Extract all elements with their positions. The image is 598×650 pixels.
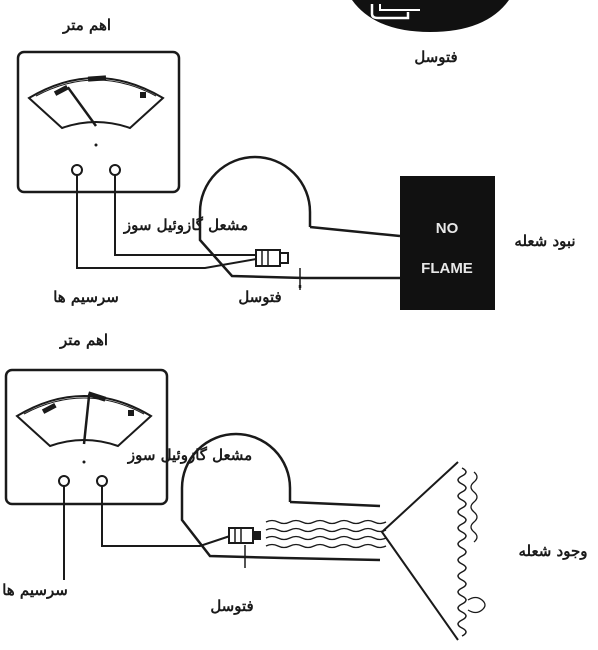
light-rays — [265, 519, 387, 549]
meter-needle-top — [66, 86, 98, 127]
photocell-label-top: فتوسل — [238, 288, 281, 306]
terminal-left-top — [71, 164, 83, 176]
burner-label-top: مشعل گازوئیل سوز — [123, 216, 248, 234]
no-flame-box: NO FLAME — [400, 176, 495, 310]
ohmmeter-label-bottom: اهم متر — [59, 331, 108, 349]
photocell-label-bottom: فتوسل — [210, 597, 253, 615]
photocell-top — [255, 249, 301, 290]
wires-bottom — [63, 486, 231, 580]
wires-top — [76, 175, 263, 269]
diagram-no-flame: اهم متر — [16, 16, 576, 310]
terminal-left-bottom — [58, 475, 70, 487]
state-label-top: نبود شعله — [514, 232, 575, 250]
top-photocell-label: فتوسل — [414, 48, 457, 66]
ohmmeter-bottom — [4, 368, 169, 506]
meter-needle-bottom — [82, 396, 91, 445]
burner-bottom — [180, 432, 381, 562]
wires-label-top: سرسیم ها — [53, 288, 119, 306]
photocell-disc-partial — [352, 0, 509, 32]
diagram-flame: اهم متر — [2, 331, 588, 641]
no-flame-text-line2: FLAME — [421, 260, 473, 277]
ohmmeter-top — [16, 50, 181, 194]
photocell-bottom — [228, 527, 261, 568]
terminal-right-bottom — [96, 475, 108, 487]
ohmmeter-label-top: اهم متر — [62, 16, 111, 34]
flame-cone — [380, 461, 486, 641]
no-flame-text-line1: NO — [436, 220, 459, 237]
terminal-right-top — [109, 164, 121, 176]
wires-label-bottom: سرسیم ها — [2, 581, 68, 599]
burner-label-bottom: مشعل گازوئیل سوز — [127, 446, 252, 464]
state-label-bottom: وجود شعله — [519, 542, 588, 560]
